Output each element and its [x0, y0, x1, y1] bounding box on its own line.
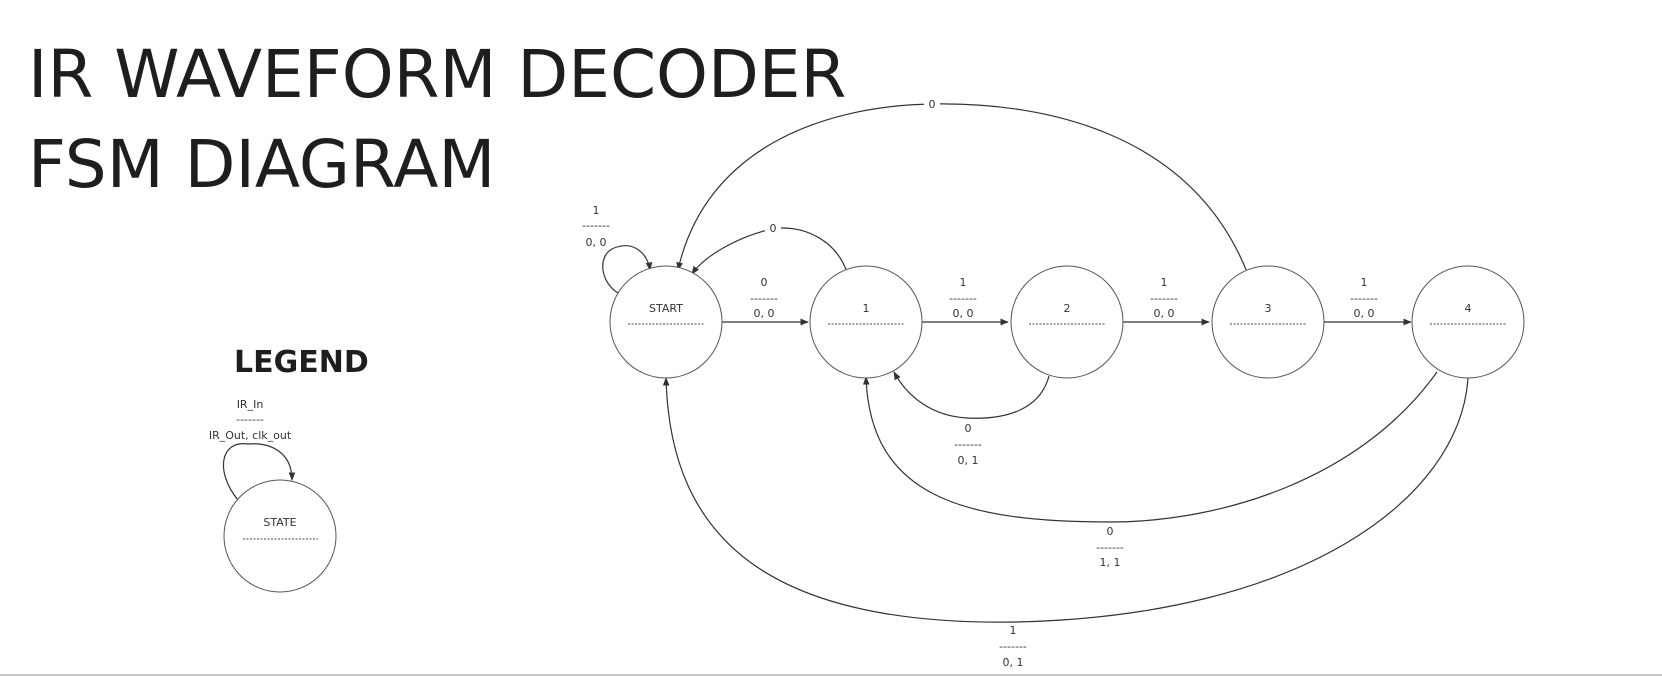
- edge-3-to-4-input: 1: [1361, 276, 1368, 289]
- edge-start-self-input: 1: [593, 204, 600, 217]
- legend-input-label: IR_In: [237, 398, 264, 411]
- state-3-circle: [1211, 265, 1325, 379]
- edge-2-to-1-output: 0, 1: [958, 454, 979, 467]
- state-3-label: 3: [1265, 302, 1272, 315]
- edge-1-to-2-input: 1: [960, 276, 967, 289]
- edge-2-to-1-separator: -------: [954, 438, 982, 451]
- edge-3-to-start: [676, 103, 1248, 273]
- states: START 1 2 3 4: [609, 265, 1525, 379]
- state-2-label: 2: [1064, 302, 1071, 315]
- edge-start-to-1-input: 0: [761, 276, 768, 289]
- edge-3-to-4-output: 0, 0: [1354, 307, 1375, 320]
- legend: IR_In ------- IR_Out, clk_out STATE: [209, 398, 337, 593]
- legend-state-circle: [223, 479, 337, 593]
- legend-self-loop-arrow: [222, 443, 296, 501]
- edge-1-to-2-output: 0, 0: [953, 307, 974, 320]
- state-1: 1: [809, 265, 923, 379]
- edge-3-to-start-input: 0: [929, 98, 936, 111]
- state-3: 3: [1211, 265, 1325, 379]
- edge-3-to-4-separator: -------: [1350, 292, 1378, 305]
- edge-4-to-start: [662, 377, 1469, 623]
- state-start: START: [609, 265, 723, 379]
- legend-separator: -------: [236, 413, 264, 426]
- edge-2-to-1-input: 0: [965, 422, 972, 435]
- edge-4-to-start-input: 1: [1010, 624, 1017, 637]
- legend-output-label: IR_Out, clk_out: [209, 429, 292, 442]
- edge-4-to-1: [862, 371, 1438, 523]
- state-2: 2: [1010, 265, 1124, 379]
- legend-heading: LEGEND: [234, 345, 369, 380]
- edge-start-self-separator: -------: [582, 219, 610, 232]
- edge-start-to-1-output: 0, 0: [754, 307, 775, 320]
- edge-4-to-1-separator: -------: [1096, 541, 1124, 554]
- edge-4-to-start-separator: -------: [999, 640, 1027, 653]
- edge-4-to-1-input: 0: [1107, 525, 1114, 538]
- edge-start-to-1-separator: -------: [750, 292, 778, 305]
- state-start-label: START: [649, 302, 683, 315]
- state-2-circle: [1010, 265, 1124, 379]
- edge-4-to-start-output: 0, 1: [1003, 656, 1024, 669]
- state-1-label: 1: [863, 302, 870, 315]
- edge-start-self-output: 0, 0: [586, 236, 607, 249]
- edge-1-to-start-input: 0: [770, 222, 777, 235]
- transitions: 1 ------- 0, 0 0 ------- 0, 0 0 1 ------…: [582, 97, 1469, 669]
- edge-2-to-3-separator: -------: [1150, 292, 1178, 305]
- edge-2-to-3-output: 0, 0: [1154, 307, 1175, 320]
- page-title-line-1: IR WAVEFORM DECODER: [28, 36, 847, 113]
- page-title-line-2: FSM DIAGRAM: [28, 126, 496, 203]
- edge-start-self: [602, 245, 653, 294]
- state-4-circle: [1411, 265, 1525, 379]
- legend-state-label: STATE: [263, 516, 296, 529]
- state-1-circle: [809, 265, 923, 379]
- edge-4-to-1-output: 1, 1: [1100, 556, 1121, 569]
- state-start-circle: [609, 265, 723, 379]
- state-4: 4: [1411, 265, 1525, 379]
- edge-2-to-3-input: 1: [1161, 276, 1168, 289]
- edge-2-to-1: [893, 371, 1050, 419]
- bottom-divider: [0, 674, 1662, 676]
- state-4-label: 4: [1465, 302, 1472, 315]
- edge-1-to-2-separator: -------: [949, 292, 977, 305]
